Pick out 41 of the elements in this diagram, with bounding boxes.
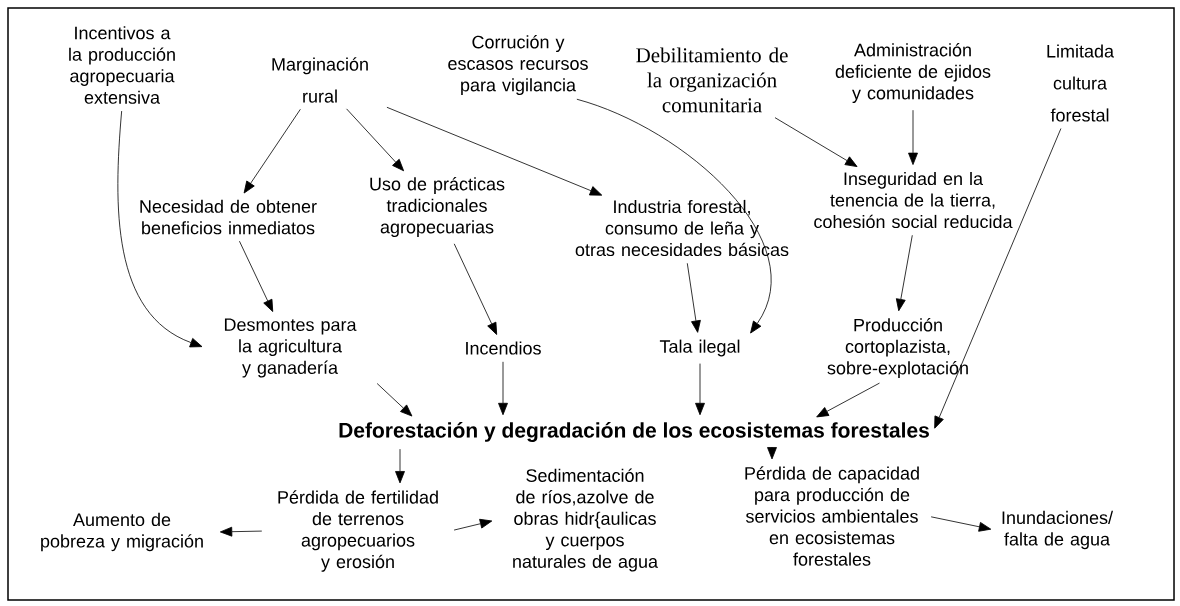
arrow <box>395 448 405 484</box>
arrow <box>386 106 603 196</box>
title-text: Deforestación y degradación de los ecosistemas forestales <box>339 422 929 442</box>
node-text: Debilitamiento de la organización comunitaria <box>636 47 788 113</box>
node-text: Incendios <box>466 341 541 355</box>
node-text: Inundaciones/ falta de agua <box>1002 510 1114 550</box>
node-text: Pérdida de capacidad para producción de servicios ambientales en ecosistemas forestales <box>745 466 919 566</box>
arrow <box>376 383 413 417</box>
arrow <box>934 128 1062 429</box>
arrow <box>453 518 493 531</box>
node-text: Uso de prácticas tradicionales agropecuarias <box>370 177 505 237</box>
node-text: Inseguridad en la tenencia de la tierra, cohesión social reducida <box>814 171 1013 229</box>
node-text: Necesidad de obtener beneficios inmediatos <box>140 199 317 235</box>
arrow <box>695 363 705 416</box>
arrow <box>117 110 203 348</box>
node-text: Administración deficiente de ejidos y comunidades <box>835 43 991 103</box>
node-text: Corrución y escasos recursos para vigilancia <box>448 35 588 95</box>
node-text: Industria forestal, consumo de leña y otras necesidades básicas <box>575 199 789 257</box>
arrow <box>774 117 858 167</box>
arrow <box>686 262 701 333</box>
arrow <box>576 98 772 334</box>
node-text: Sedimentación de ríos,azolve de obras hidr{aulicas y cuerpos naturales de agua <box>513 468 658 572</box>
node-text: Incentivos a la producción agropecuaria extensiva <box>69 26 175 104</box>
node-text: Limitada cultura forestal <box>1047 44 1114 122</box>
arrow <box>243 108 301 194</box>
node-text: Producción cortoplazista, sobre-explotación <box>827 318 968 378</box>
arrow <box>239 240 274 312</box>
arrow <box>816 382 880 418</box>
arrow <box>908 109 918 165</box>
node-text: Aumento de pobreza y migración <box>41 512 203 552</box>
node-text: Pérdida de fertilidad de terrenos agropecuarios y erosión <box>278 490 438 572</box>
arrow <box>346 108 405 172</box>
arrow <box>219 526 263 537</box>
arrow <box>895 234 913 312</box>
node-text: Desmontes para la agricultura y ganadería <box>224 318 357 378</box>
arrow <box>930 516 992 532</box>
node-text: Marginación rural <box>272 57 368 103</box>
node-text: Tala ilegal <box>659 339 740 357</box>
arrow <box>498 361 508 416</box>
arrow <box>453 243 498 335</box>
arrow <box>767 446 777 460</box>
